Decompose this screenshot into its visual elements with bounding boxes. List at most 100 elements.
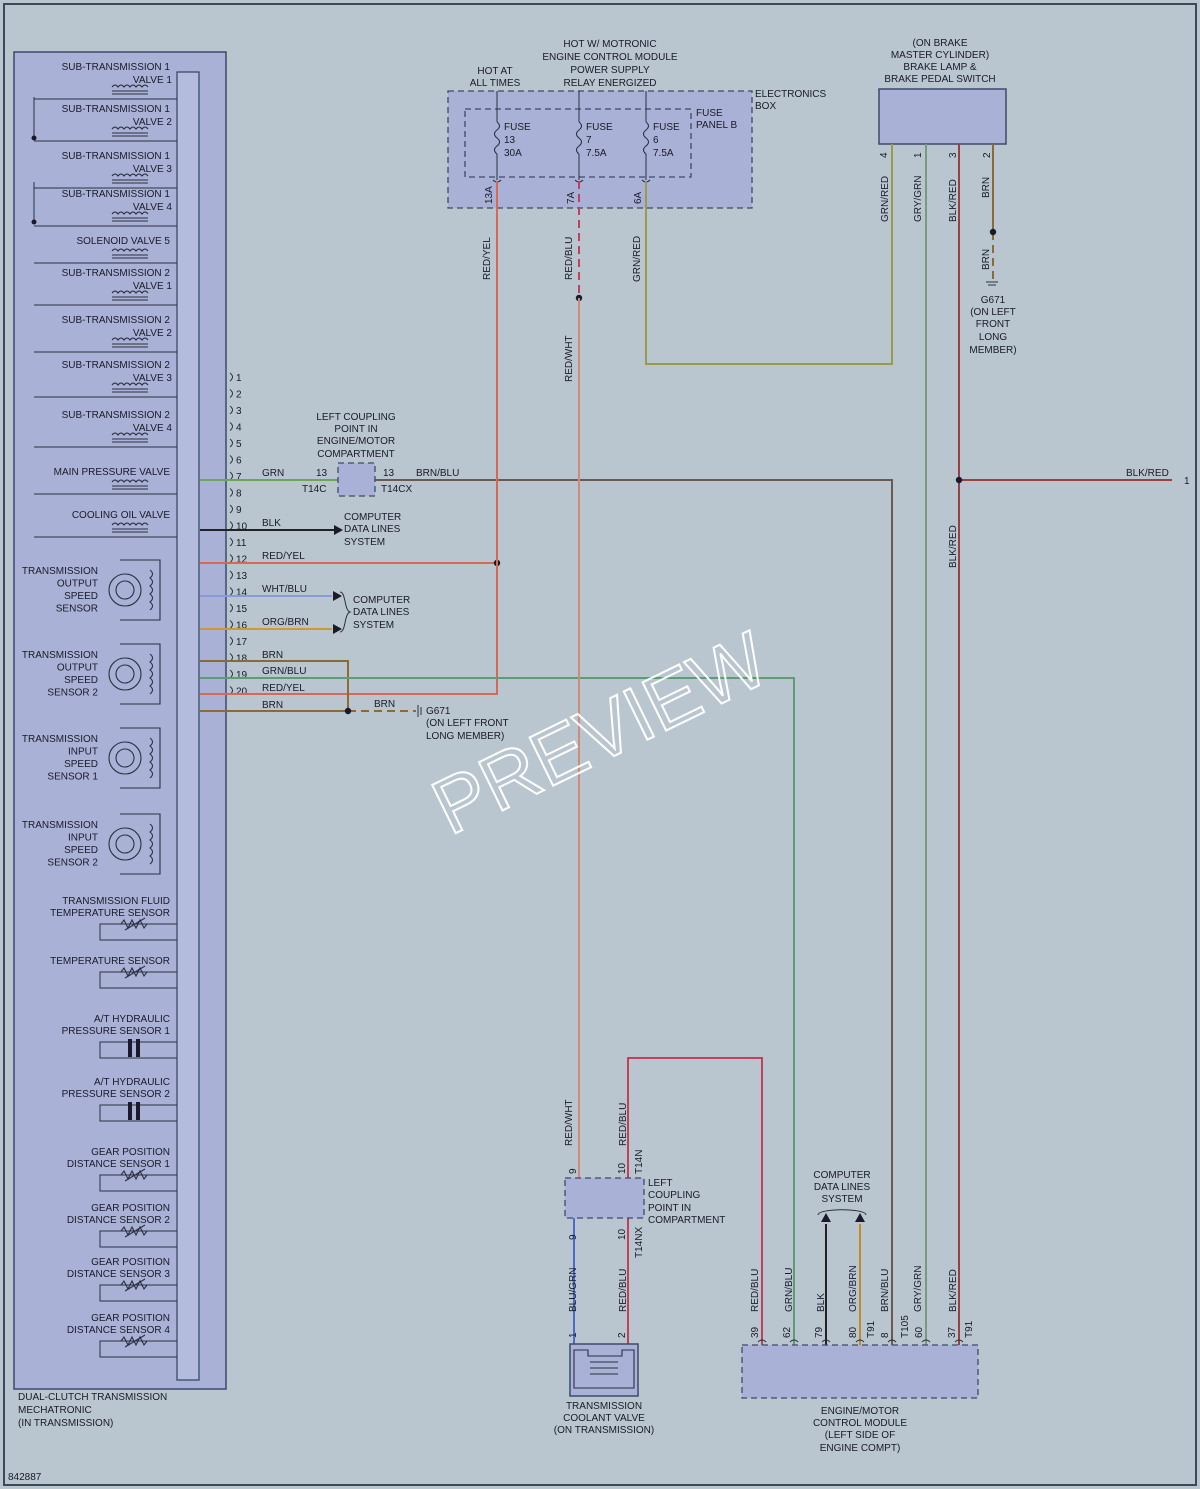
- valve-11-label: COOLING OIL VALVE: [72, 510, 171, 521]
- wire-label-blk: BLK: [262, 518, 281, 529]
- fuse-6-number: 6: [653, 135, 659, 146]
- electronics-box: HOT AT ALL TIMES HOT W/ MOTRONIC ENGINE …: [447, 39, 826, 209]
- coupling-bottom-box: [564, 1177, 645, 1219]
- mech-pin-13-mark: [229, 570, 233, 580]
- mech-pin-16-mark: [229, 620, 233, 629]
- transmission-coolant-valve: 1 2 TRANSMISSION COOLANT VALVE (ON TRANS…: [554, 1332, 654, 1436]
- diagram-frame: [3, 3, 1197, 1486]
- valve-splice-1: [31, 135, 37, 141]
- electronics-box-outline: [447, 90, 753, 209]
- ground-mid-sub-2: LONG MEMBER): [426, 731, 504, 742]
- wire-label-blkred-top: BLK/RED: [948, 179, 959, 222]
- coupling-bottom-conn-bottom: T14NX: [634, 1227, 645, 1258]
- coupling-bottom-label-3: POINT IN: [648, 1203, 691, 1214]
- coupling-top-conn-right: T14CX: [381, 484, 412, 495]
- valve-7-label-2: VALVE 2: [133, 328, 173, 339]
- wire-pin17-grnblu: [200, 677, 795, 1345]
- valve-9-label: SUB-TRANSMISSION 2: [62, 410, 171, 421]
- sensor-4-label-1: A/T HYDRAULIC: [94, 1077, 170, 1088]
- cdl3-label-3: SYSTEM: [821, 1194, 862, 1205]
- wire-label-brnblu-ecm: BRN/BLU: [880, 1269, 891, 1312]
- brake-label-3: BRAKE LAMP &: [903, 62, 977, 73]
- mech-pin-2-mark: [229, 389, 233, 398]
- sensor-3-label-2: PRESSURE SENSOR 1: [62, 1026, 171, 1037]
- coupling-top-label-1: LEFT COUPLING: [316, 412, 395, 423]
- sensor-8-arrow: [124, 1334, 146, 1348]
- brake-pin-4: 4: [879, 152, 890, 158]
- speed-sensor-2-label-3: SPEED: [64, 675, 98, 686]
- wire-label-grnblu: GRN/BLU: [262, 666, 306, 677]
- wire-label-blkred-offpage: BLK/RED: [1126, 468, 1169, 479]
- mech-pin-14-mark: [229, 587, 233, 596]
- ground-mid-label: G671: [426, 706, 451, 717]
- arrow-cdl2a: [333, 591, 342, 601]
- speed-sensor-4-label-2: INPUT: [68, 833, 98, 844]
- wire-brnblu-to-ecm: [375, 479, 893, 1345]
- ecm-pin-60-terminal: [921, 1339, 931, 1343]
- sensor-8-label-2: DISTANCE SENSOR 4: [67, 1325, 171, 1336]
- valve-3-core: [112, 179, 148, 184]
- mech-pin-19: 19: [236, 670, 248, 681]
- ground-top-label-5: MEMBER): [969, 345, 1016, 356]
- coupling-top-label-2: POINT IN: [334, 424, 377, 435]
- valve-6-label-2: VALVE 1: [133, 281, 173, 292]
- fuse-7-pin: 7A: [566, 191, 577, 204]
- speed-sensor-1-label-4: SENSOR: [56, 604, 98, 615]
- hot-w-1: HOT W/ MOTRONIC: [563, 39, 656, 50]
- wire-label-redblu-mid: RED/BLU: [618, 1103, 629, 1146]
- ecm-pin-37-terminal: [954, 1339, 964, 1343]
- speed-sensor-3-label-1: TRANSMISSION: [22, 734, 98, 745]
- coupling-bottom-label-4: COMPARTMENT: [648, 1215, 725, 1226]
- coupling-top-pin-right: 13: [383, 468, 395, 479]
- wire-label-blkred-mid: BLK/RED: [948, 525, 959, 568]
- speed-sensor-4-label-4: SENSOR 2: [47, 858, 98, 869]
- valve-splice-2: [31, 219, 37, 225]
- wire-label-redyel-18: RED/YEL: [262, 683, 305, 694]
- valve-3-label-2: VALVE 3: [133, 164, 173, 175]
- mech-pin-15-mark: [229, 603, 233, 613]
- valve-1-core: [112, 90, 148, 95]
- speed-sensor-3-label-4: SENSOR 1: [47, 772, 98, 783]
- cdl1-label-2: DATA LINES: [344, 524, 401, 535]
- hot-at-all-times-2: ALL TIMES: [470, 78, 521, 89]
- wire-label-redblu-top: RED/BLU: [564, 237, 575, 280]
- brake-label-2: MASTER CYLINDER): [891, 50, 989, 61]
- fuse-13-name: FUSE: [504, 122, 531, 133]
- valve-6-coil: [111, 290, 149, 294]
- page-id: 842887: [8, 1472, 42, 1483]
- valve-3-label: SUB-TRANSMISSION 1: [62, 151, 171, 162]
- ecm-pin-39-terminal: [757, 1339, 767, 1343]
- coolant-valve-coil: [590, 1361, 618, 1375]
- brake-switch: (ON BRAKE MASTER CYLINDER) BRAKE LAMP & …: [878, 38, 1007, 158]
- valve-1-coil: [111, 84, 149, 88]
- speed-sensor-2-hub: [115, 664, 135, 684]
- ecm-pin-39: 39: [750, 1326, 761, 1338]
- speed-sensor-1-label-1: TRANSMISSION: [22, 566, 98, 577]
- speed-sensor-1-label-3: SPEED: [64, 591, 98, 602]
- valve-4-label: SUB-TRANSMISSION 1: [62, 189, 171, 200]
- wire-label-redblu-ecm: RED/BLU: [750, 1269, 761, 1312]
- mech-pin-13: 13: [236, 571, 248, 582]
- wire-label-blugrn: BLU/GRN: [568, 1268, 579, 1312]
- mech-pin-14: 14: [236, 588, 248, 599]
- coolant-valve-symbol: [573, 1349, 635, 1389]
- ecm-pin-8: 8: [880, 1332, 891, 1338]
- cdl1-label-1: COMPUTER: [344, 512, 401, 523]
- ecm-conn-t105: T105: [900, 1315, 911, 1338]
- speed-sensor-2-gear: [108, 657, 142, 691]
- wire-label-redwht-top: RED/WHT: [564, 335, 575, 382]
- ecm-pin-80-terminal: [855, 1339, 865, 1343]
- valve-5-label: SOLENOID VALVE 5: [76, 236, 170, 247]
- valve-9-coil: [111, 432, 149, 436]
- coolant-label-3: (ON TRANSMISSION): [554, 1425, 654, 1436]
- coupling-top-box: [337, 462, 376, 497]
- coupling-bottom-label-2: COUPLING: [648, 1190, 700, 1201]
- mech-pin-8: 8: [236, 489, 242, 500]
- mech-pin-4: 4: [236, 423, 242, 434]
- sensor-1-label-1: TRANSMISSION FLUID: [62, 896, 170, 907]
- computer-data-lines-3: COMPUTER DATA LINES SYSTEM: [813, 1170, 871, 1216]
- brake-pin-3: 3: [948, 152, 959, 158]
- brake-pin-1: 1: [913, 152, 924, 158]
